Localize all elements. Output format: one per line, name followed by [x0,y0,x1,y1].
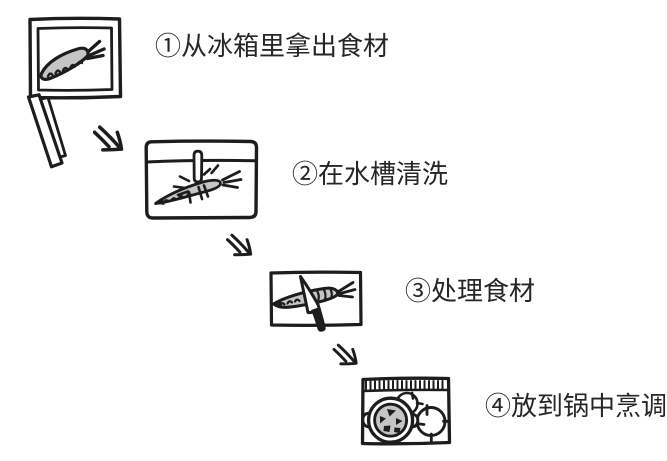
step-2-label: ②在水槽清洗 [292,159,449,189]
flow-arrow-2-icon [226,233,253,257]
stove-icon [360,376,452,446]
flow-arrow-1-icon [93,125,124,152]
cutting-board-icon [269,270,363,332]
flow-arrow-3-icon [332,343,358,366]
step-4-label: ④放到锅中烹调 [485,391,667,421]
step-3-label: ③处理食材 [405,276,536,306]
step-1-label: ①从冰箱里拿出食材 [155,31,390,61]
sink-icon [144,139,259,220]
fridge-icon [26,16,123,169]
